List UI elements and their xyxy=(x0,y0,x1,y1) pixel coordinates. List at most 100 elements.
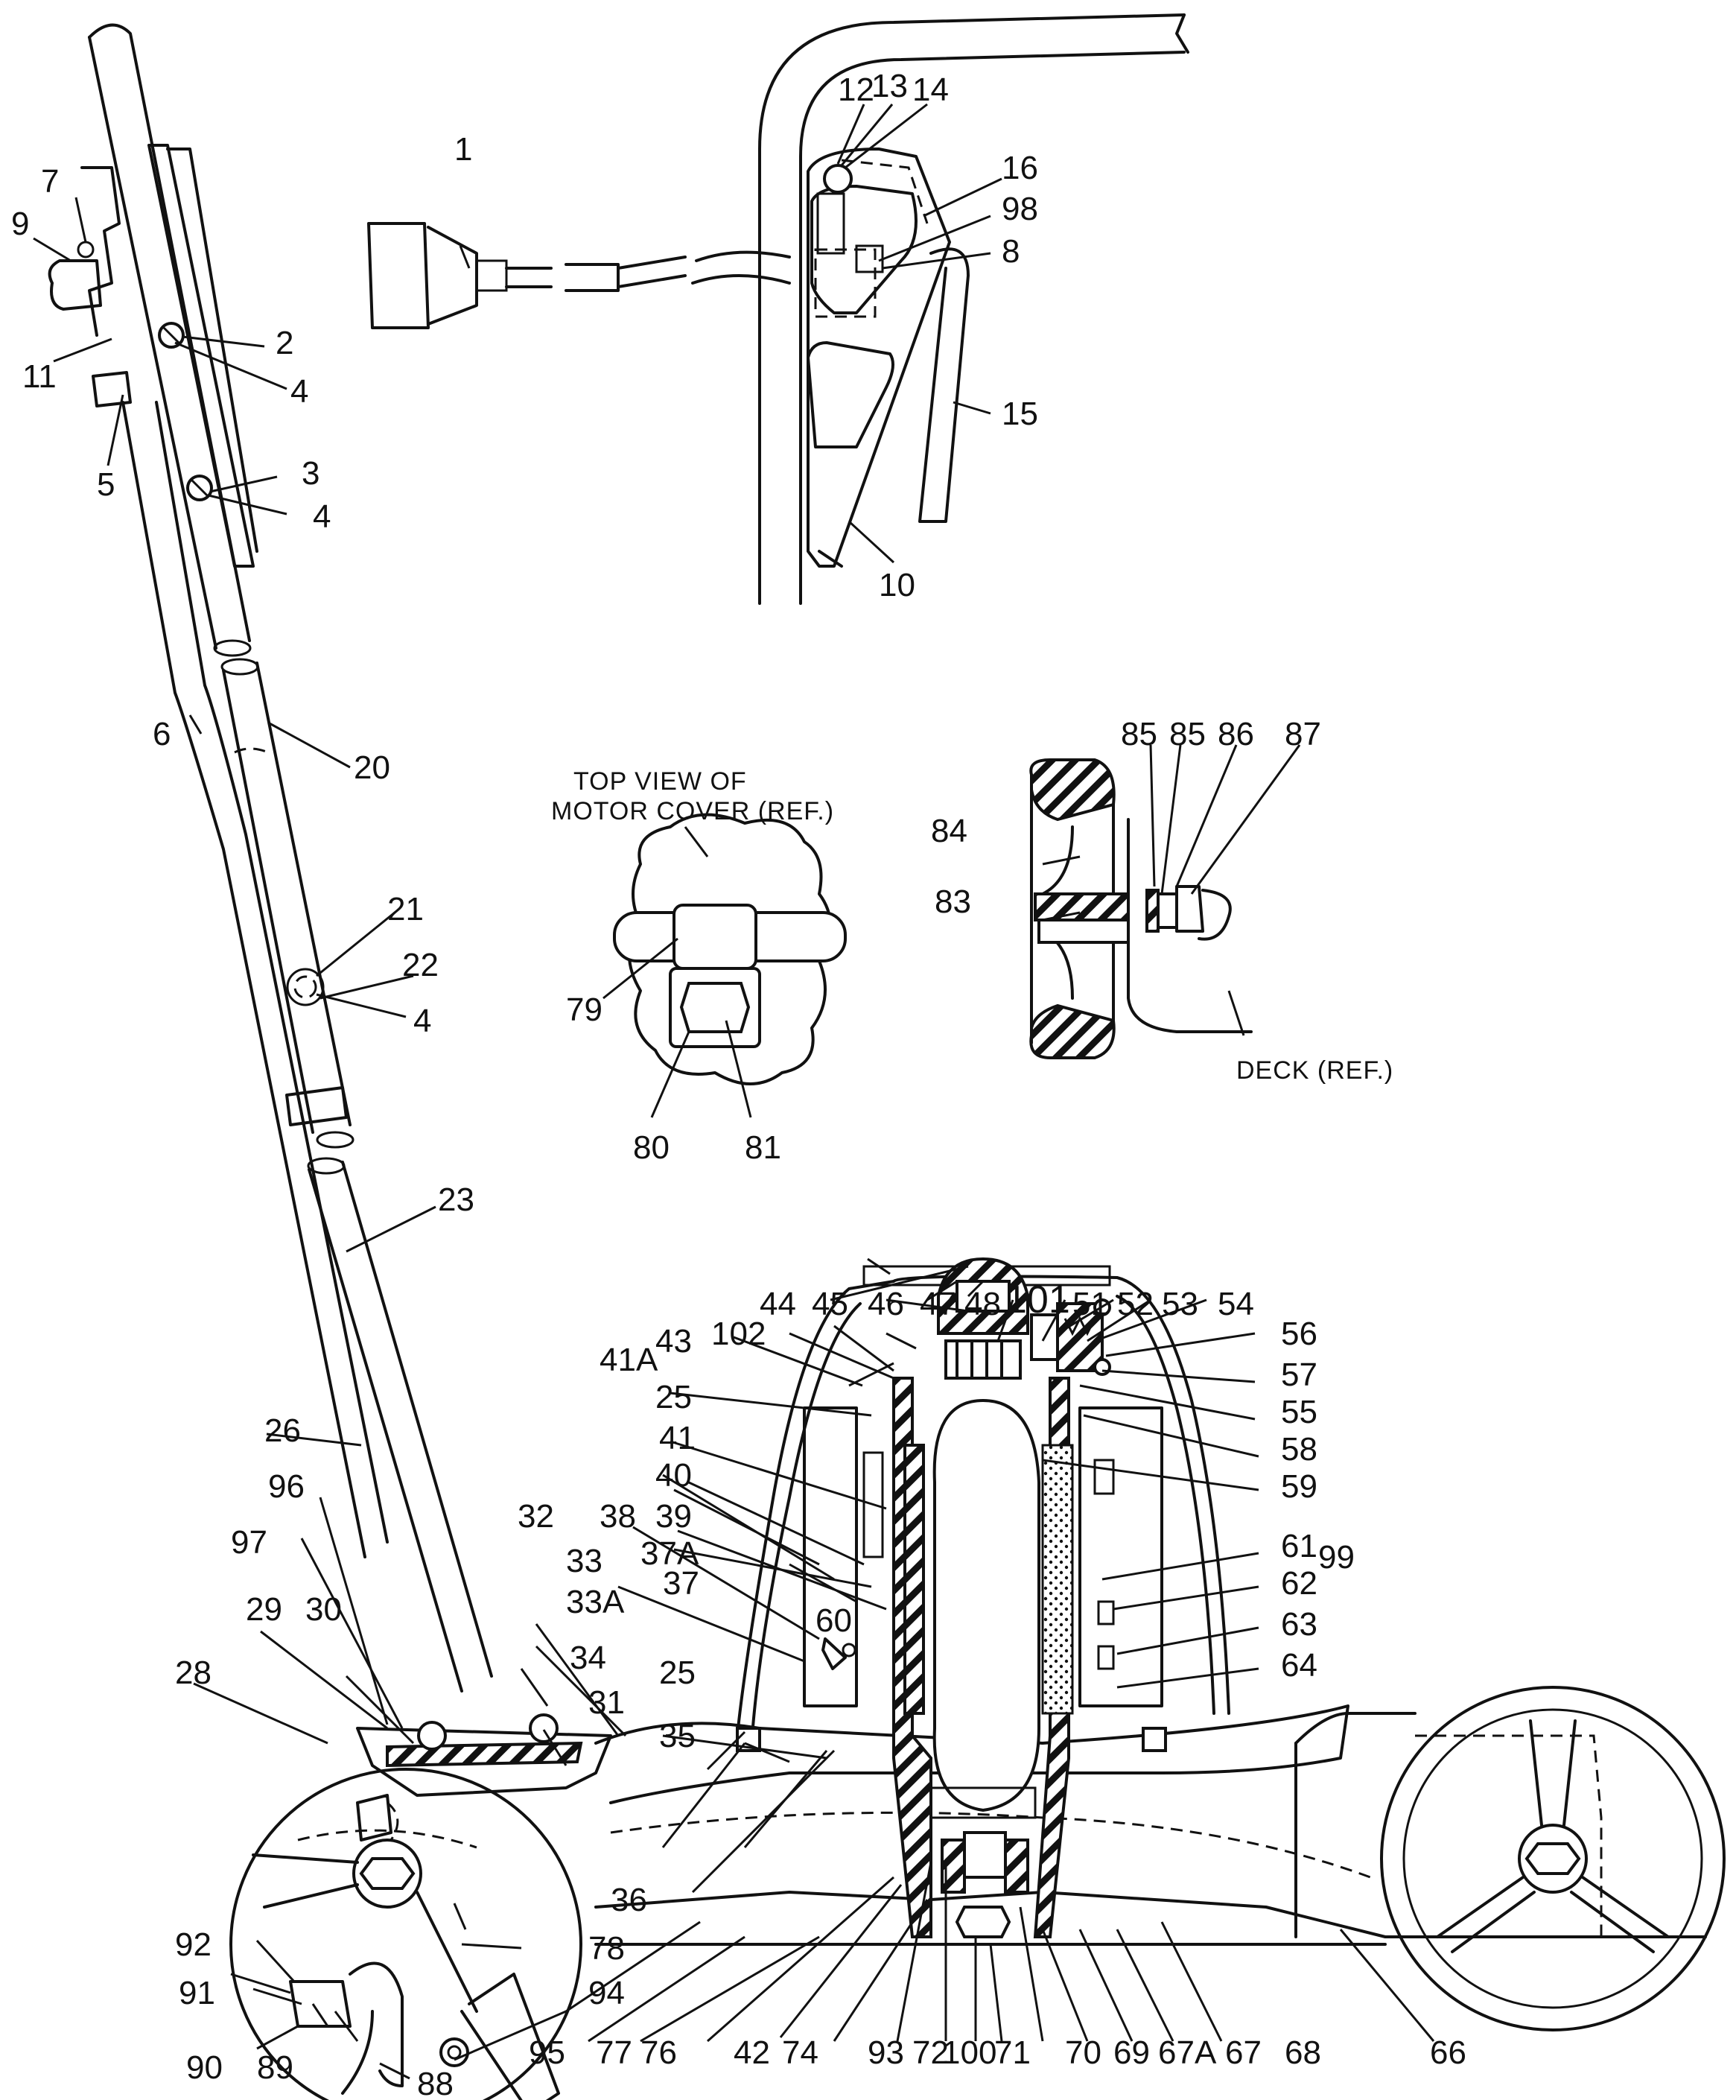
label-21: 21 xyxy=(387,891,424,927)
label-44: 44 xyxy=(760,1286,796,1322)
label-30: 30 xyxy=(305,1591,342,1628)
handle-assembly xyxy=(48,23,560,2100)
label-93: 93 xyxy=(868,2034,904,2071)
deck-and-motor-assembly xyxy=(229,1257,1726,2100)
label-1: 1 xyxy=(454,131,472,168)
label-77: 77 xyxy=(596,2034,632,2071)
label-4: 4 xyxy=(413,1003,431,1039)
label-72: 72 xyxy=(912,2034,949,2071)
label-26: 26 xyxy=(264,1412,301,1449)
label-14: 14 xyxy=(912,72,949,108)
label-33: 33 xyxy=(566,1543,602,1579)
label-48: 48 xyxy=(964,1286,1001,1322)
label-67A: 67A xyxy=(1158,2034,1217,2071)
label-85: 85 xyxy=(1169,716,1206,752)
label-89: 89 xyxy=(257,2049,293,2086)
label-79: 79 xyxy=(566,992,602,1028)
label-61: 61 xyxy=(1281,1528,1317,1564)
label-16: 16 xyxy=(1002,150,1038,186)
label-3: 3 xyxy=(302,455,319,492)
label-33A: 33A xyxy=(566,1584,625,1620)
label-37A: 37A xyxy=(640,1535,699,1572)
label-96: 96 xyxy=(268,1468,305,1505)
label-31: 31 xyxy=(588,1684,625,1721)
label-83: 83 xyxy=(935,884,971,920)
label-34: 34 xyxy=(570,1640,606,1676)
label-9: 9 xyxy=(11,206,29,242)
label-55: 55 xyxy=(1281,1394,1317,1430)
label-102: 102 xyxy=(711,1316,766,1352)
label-85: 85 xyxy=(1121,716,1157,752)
label-43: 43 xyxy=(655,1323,692,1360)
label-23: 23 xyxy=(438,1181,474,1218)
label-81: 81 xyxy=(745,1129,781,1166)
label-10: 10 xyxy=(879,567,915,603)
label-11: 11 xyxy=(22,358,57,395)
label-64: 64 xyxy=(1281,1647,1317,1684)
label-47: 47 xyxy=(920,1286,956,1322)
label-22: 22 xyxy=(402,947,439,983)
label-56: 56 xyxy=(1281,1316,1317,1352)
label-86: 86 xyxy=(1218,716,1254,752)
label-39: 39 xyxy=(655,1498,692,1535)
label-71: 71 xyxy=(994,2034,1031,2071)
label-35: 35 xyxy=(659,1718,696,1754)
motor-cover-caption-line1: TOP VIEW OF xyxy=(573,767,747,796)
label-2: 2 xyxy=(276,325,293,361)
deck-ref-caption: DECK (REF.) xyxy=(1236,1056,1393,1085)
label-52: 52 xyxy=(1117,1286,1154,1322)
label-37: 37 xyxy=(663,1565,699,1602)
label-78: 78 xyxy=(588,1930,625,1967)
label-12: 12 xyxy=(838,72,874,108)
motor-cover-caption-line2: MOTOR COVER (REF.) xyxy=(551,797,834,825)
label-68: 68 xyxy=(1285,2034,1321,2071)
label-92: 92 xyxy=(175,1926,212,1963)
label-100: 100 xyxy=(942,2034,996,2071)
label-36: 36 xyxy=(611,1882,647,1918)
label-57: 57 xyxy=(1281,1357,1317,1393)
label-99: 99 xyxy=(1318,1539,1355,1576)
label-88: 88 xyxy=(417,2066,454,2100)
label-13: 13 xyxy=(871,68,908,104)
leader-lines xyxy=(33,103,1435,2080)
label-58: 58 xyxy=(1281,1431,1317,1468)
label-98: 98 xyxy=(1002,191,1038,227)
label-87: 87 xyxy=(1285,716,1321,752)
label-91: 91 xyxy=(179,1975,215,2011)
wheel-section-view xyxy=(1029,758,1253,1059)
label-28: 28 xyxy=(175,1655,212,1691)
label-51: 51 xyxy=(1072,1286,1109,1322)
label-25: 25 xyxy=(655,1379,692,1415)
label-8: 8 xyxy=(1002,233,1020,270)
label-70: 70 xyxy=(1065,2034,1101,2071)
label-84: 84 xyxy=(931,813,967,849)
label-41: 41 xyxy=(659,1420,696,1456)
label-4: 4 xyxy=(290,373,308,410)
label-6: 6 xyxy=(153,716,171,752)
label-60: 60 xyxy=(815,1602,852,1639)
label-59: 59 xyxy=(1281,1468,1317,1505)
label-66: 66 xyxy=(1430,2034,1466,2071)
label-4: 4 xyxy=(313,498,331,535)
label-101: 101 xyxy=(1005,1278,1070,1322)
label-32: 32 xyxy=(518,1498,554,1535)
label-15: 15 xyxy=(1002,396,1038,432)
label-80: 80 xyxy=(633,1129,670,1166)
label-63: 63 xyxy=(1281,1606,1317,1643)
label-76: 76 xyxy=(640,2034,677,2071)
label-41A: 41A xyxy=(600,1342,658,1378)
label-29: 29 xyxy=(246,1591,282,1628)
label-25: 25 xyxy=(659,1655,696,1691)
cord-and-switch-housing xyxy=(367,13,1189,605)
label-74: 74 xyxy=(782,2034,818,2071)
label-94: 94 xyxy=(588,1975,625,2011)
label-46: 46 xyxy=(868,1286,904,1322)
label-97: 97 xyxy=(231,1524,267,1561)
label-7: 7 xyxy=(41,163,59,200)
label-45: 45 xyxy=(812,1286,848,1322)
label-20: 20 xyxy=(354,749,390,786)
label-42: 42 xyxy=(734,2034,770,2071)
label-67: 67 xyxy=(1225,2034,1262,2071)
label-54: 54 xyxy=(1218,1286,1254,1322)
